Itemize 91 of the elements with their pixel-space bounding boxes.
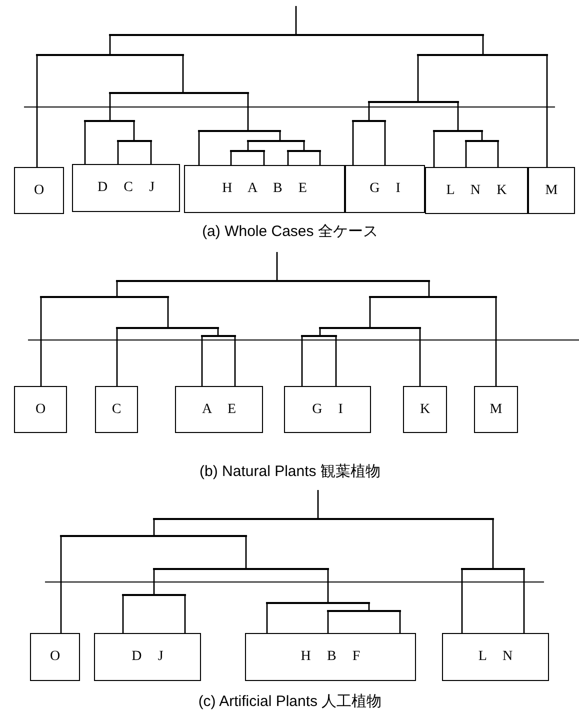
cluster-box	[94, 633, 201, 681]
dendrogram-line	[153, 519, 155, 536]
dendrogram-line	[263, 151, 265, 165]
cluster-box	[184, 165, 345, 213]
dendrogram-line	[465, 141, 467, 167]
dendrogram-line	[368, 102, 370, 121]
dendrogram-line	[495, 297, 497, 386]
dendrogram-line	[184, 595, 186, 633]
dendrogram-line	[497, 141, 499, 167]
leaf-labels: H A B E	[222, 181, 307, 197]
dendrogram-line	[247, 93, 249, 131]
dendrogram-line	[150, 141, 152, 164]
cluster-box	[14, 386, 67, 433]
leaf-labels: G I	[312, 402, 343, 418]
dendrogram-line	[419, 328, 421, 386]
dendrogram-line	[546, 55, 548, 167]
cluster-box	[95, 386, 138, 433]
dendrogram-line	[109, 35, 111, 55]
cluster-box	[284, 386, 371, 433]
dendrogram-line	[133, 121, 135, 141]
panel-caption: (a) Whole Cases 全ケース	[202, 222, 378, 241]
dendrogram-line	[116, 281, 118, 297]
leaf-labels: H B F	[300, 649, 360, 665]
panel-caption: (c) Artificial Plants 人工植物	[198, 692, 382, 711]
dendrogram-line	[247, 141, 249, 151]
dendrogram-line	[461, 569, 463, 633]
dendrogram-line	[384, 121, 386, 165]
dendrogram-line	[230, 151, 232, 165]
cluster-box	[403, 386, 447, 433]
dendrogram-line	[36, 55, 38, 167]
dendrogram-line	[369, 297, 371, 328]
dendrogram-line	[317, 490, 319, 519]
dendrogram-line	[319, 151, 321, 165]
cluster-box	[442, 633, 549, 681]
leaf-labels: A E	[202, 402, 236, 418]
leaf-labels: O	[35, 402, 46, 418]
dendrogram-line	[153, 569, 155, 595]
dendrogram-line	[352, 121, 354, 165]
cluster-box	[72, 164, 180, 212]
dendrogram-line	[301, 336, 303, 386]
dendrogram-line	[84, 121, 86, 164]
dendrogram-line	[492, 519, 494, 569]
dendrogram-line	[198, 131, 200, 165]
dendrogram-line	[60, 536, 62, 633]
dendrogram-line	[457, 102, 459, 131]
leaf-labels: M	[545, 182, 558, 198]
panel-caption: (b) Natural Plants 観葉植物	[200, 462, 380, 481]
dendrogram-line	[417, 55, 419, 102]
dendrogram-line	[167, 297, 169, 328]
dendrogram-line	[276, 252, 278, 281]
dendrogram-line	[266, 603, 268, 633]
dendrogram-line	[122, 595, 124, 633]
cluster-box	[245, 633, 416, 681]
dendrogram-line	[182, 55, 184, 93]
dendrogram-line	[116, 328, 118, 386]
dendrogram-line	[482, 35, 484, 55]
leaf-labels: O	[50, 649, 60, 665]
dendrogram-line	[234, 336, 236, 386]
dendrogram-line	[523, 569, 525, 633]
leaf-labels: L N K	[446, 182, 507, 198]
dendrogram-line	[327, 569, 329, 603]
dendrogram-line	[399, 611, 401, 633]
leaf-labels: D C J	[97, 180, 155, 196]
cluster-box	[474, 386, 518, 433]
dendrogram-line	[245, 536, 247, 569]
dendrogram-line	[303, 141, 305, 151]
dendrogram-line	[40, 297, 42, 386]
leaf-labels: C	[112, 402, 122, 418]
cluster-box	[175, 386, 263, 433]
dendrogram-line	[295, 6, 297, 35]
cluster-box	[30, 633, 80, 681]
dendrogram-line	[287, 151, 289, 165]
dendrogram-line	[335, 336, 337, 386]
leaf-labels: K	[420, 402, 430, 418]
dendrogram-line	[481, 131, 483, 141]
dendrogram-line	[201, 336, 203, 386]
dendrogram-line	[109, 93, 111, 121]
dendrogram-line	[327, 611, 329, 633]
leaf-labels: O	[34, 182, 44, 198]
cluster-box	[14, 167, 64, 214]
leaf-labels: L N	[478, 649, 513, 665]
dendrogram-line	[279, 131, 281, 141]
cluster-box	[345, 165, 425, 213]
dendrogram-line	[433, 131, 435, 167]
cluster-box	[425, 167, 528, 214]
leaf-labels: M	[490, 402, 502, 418]
leaf-labels: D J	[132, 649, 164, 665]
leaf-labels: G I	[370, 181, 400, 197]
dendrogram-line	[428, 281, 430, 297]
cluster-box	[528, 167, 575, 214]
dendrogram-line	[117, 141, 119, 164]
